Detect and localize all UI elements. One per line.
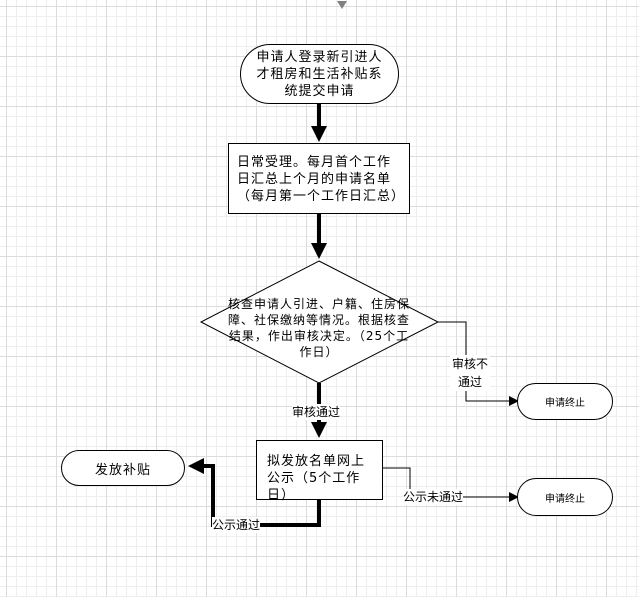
label-public-fail: 公示未通过 <box>403 489 464 505</box>
start-terminal: 申请人登录新引进人才租房和生活补贴系统提交申请 <box>240 44 399 104</box>
review-decision-text: 核查申请人引进、户籍、住房保障、社保缴纳等情况。根据核查结果，作出审核决定。（2… <box>227 297 410 359</box>
label-review-pass: 审核通过 <box>292 404 341 420</box>
grant-terminal: 发放补贴 <box>61 450 185 486</box>
end-terminal-public: 申请终止 <box>517 478 613 516</box>
grant-terminal-text: 发放补贴 <box>94 462 151 478</box>
label-review-fail: 审核不通过 <box>450 355 490 391</box>
connector-public-fail <box>383 467 519 502</box>
publicize-process-box: 拟发放名单网上公示（5个工作日） <box>256 440 383 503</box>
publicize-process-text: 拟发放名单网上公示（5个工作日） <box>267 454 366 503</box>
collapse-marker-icon <box>337 1 347 9</box>
label-public-pass: 公示通过 <box>212 517 261 533</box>
accept-process-box: 日常受理。每月首个工作日汇总上个月的申请名单（每月第一个工作日汇总） <box>228 143 410 214</box>
end-terminal-review: 申请终止 <box>517 383 613 420</box>
end-terminal-review-text: 申请终止 <box>545 398 585 409</box>
accept-process-text: 日常受理。每月首个工作日汇总上个月的申请名单（每月第一个工作日汇总） <box>237 155 406 204</box>
end-terminal-public-text: 申请终止 <box>545 493 585 505</box>
start-terminal-text: 申请人登录新引进人才租房和生活补贴系统提交申请 <box>256 49 383 99</box>
